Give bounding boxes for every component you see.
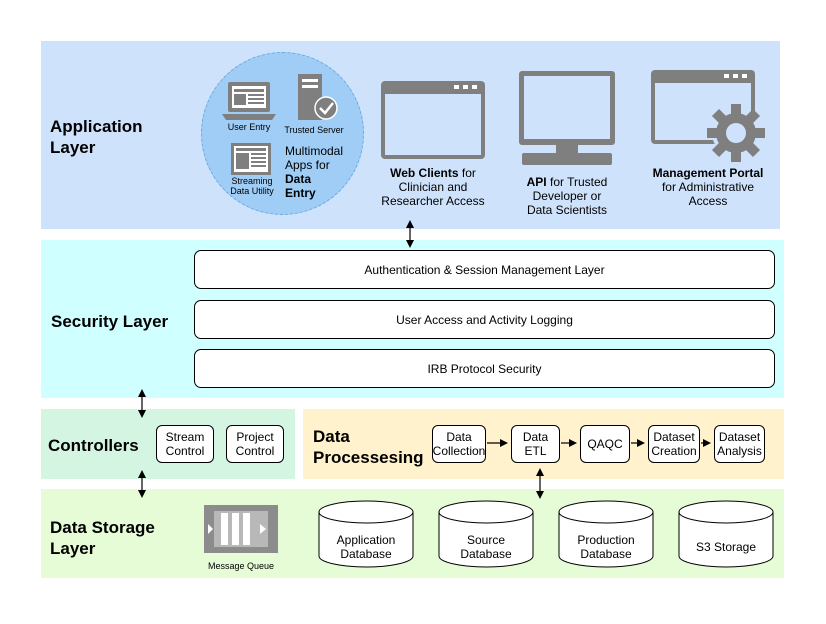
management-portal-icon: [651, 70, 765, 162]
streaming-data-icon: [231, 143, 271, 175]
multimodal-apps-label: Multimodal Apps for Data Entry: [285, 144, 344, 200]
stream-control-box: Stream Control: [156, 425, 214, 463]
data-collection-box: Data Collection: [432, 425, 486, 463]
dataset-analysis-box: Dataset Analysis: [714, 425, 765, 463]
streaming-data-label: Streaming Data Utility: [230, 176, 274, 196]
web-browser-icon: [381, 81, 485, 159]
project-control-box: Project Control: [226, 425, 284, 463]
api-label: API for Trusted Developer or Data Scient…: [526, 175, 608, 217]
management-portal-label: Management Portal for Administrative Acc…: [652, 166, 764, 208]
message-queue-icon: [204, 505, 278, 553]
s3-storage-cylinder: [678, 500, 774, 568]
data-etl-box: Data ETL: [511, 425, 560, 463]
security-layer-title: Security Layer: [51, 312, 169, 331]
dataset-creation-box: Dataset Creation: [648, 425, 700, 463]
trusted-server-icon: [298, 74, 338, 120]
trusted-server-label: Trusted Server: [284, 125, 344, 135]
api-monitor-icon: [519, 71, 615, 165]
application-database-label: Application Database: [336, 533, 396, 561]
data-storage-title: Data Storage Layer: [50, 518, 155, 558]
user-entry-label: User Entry: [227, 122, 271, 132]
data-processing-title: Data Processesing: [313, 427, 424, 467]
source-database-cylinder: [438, 500, 534, 568]
source-database-label: Source Database: [460, 533, 512, 561]
production-database-cylinder: [558, 500, 654, 568]
irb-protocol-box: IRB Protocol Security: [194, 349, 775, 388]
application-database-cylinder: [318, 500, 414, 568]
qaqc-box: QAQC: [580, 425, 630, 463]
laptop-icon: [222, 82, 276, 120]
application-layer-title: Application Layer: [50, 117, 143, 157]
message-queue-label: Message Queue: [207, 561, 275, 571]
s3-storage-label: S3 Storage: [695, 540, 757, 554]
activity-logging-box: User Access and Activity Logging: [194, 300, 775, 339]
data-entry-circle: [201, 52, 364, 215]
controllers-title: Controllers: [48, 436, 139, 455]
production-database-label: Production Database: [577, 533, 635, 561]
authentication-layer-box: Authentication & Session Management Laye…: [194, 250, 775, 289]
web-clients-label: Web Clients for Clinician and Researcher…: [381, 166, 485, 208]
